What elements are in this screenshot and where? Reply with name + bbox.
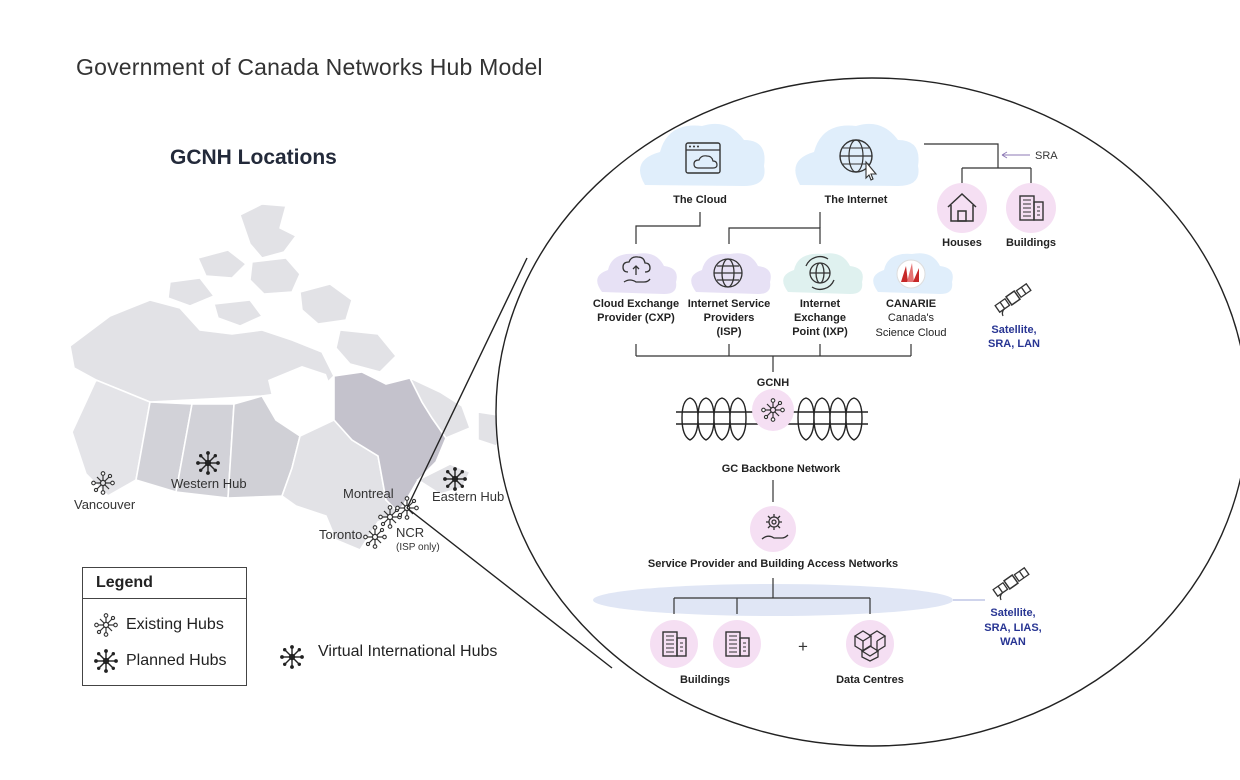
provider-connectors: [635, 344, 912, 372]
gear-hand-icon: [761, 514, 789, 540]
bottom-connectors: [673, 578, 871, 614]
label-isp-2: Providers: [704, 312, 755, 324]
canada-map: [69, 203, 511, 551]
label-buildings-bottom: Buildings: [680, 674, 730, 686]
gcnh-node: [752, 389, 794, 431]
existing-hub-icon: [94, 613, 118, 637]
access-oval: [593, 584, 953, 616]
page-title: Government of Canada Networks Hub Model: [76, 54, 543, 80]
label-cxp-1: Cloud Exchange: [593, 298, 679, 310]
label-eastern-hub: Eastern Hub: [432, 489, 504, 504]
canarie-node: [873, 253, 953, 294]
label-canarie-3: Science Cloud: [876, 327, 947, 339]
label-satellite-bottom-3: WAN: [1000, 636, 1026, 648]
label-toronto: Toronto: [319, 527, 362, 542]
legend-title: Legend: [83, 568, 246, 599]
label-cxp-2: Provider (CXP): [597, 312, 675, 324]
label-ixp-2: Exchange: [794, 312, 846, 324]
label-ixp-3: Point (IXP): [792, 326, 848, 338]
legend: Legend Existing Hubs Planned Hubs: [82, 567, 247, 686]
isp-node: [691, 253, 771, 294]
label-ncr: NCR: [396, 525, 424, 540]
access-network-node: [750, 506, 796, 552]
internet-home-links: [924, 143, 1032, 184]
sra-arrow: [1001, 151, 1030, 159]
house-icon: [947, 192, 977, 222]
browser-window-icon: [685, 142, 721, 174]
houses-node: [937, 183, 987, 233]
legend-existing-label: Existing Hubs: [126, 616, 224, 633]
legend-existing-row: Existing Hubs: [93, 612, 224, 638]
virtual-hubs-text: Virtual International Hubs: [318, 643, 498, 660]
legend-planned-row: Planned Hubs: [93, 648, 227, 674]
label-data-centres: Data Centres: [836, 674, 904, 686]
label-isp-1: Internet Service: [688, 298, 771, 310]
zoom-line-bottom: [406, 507, 613, 669]
virtual-hubs-label: Virtual International Hubs: [310, 643, 497, 661]
label-ncr-note: (ISP only): [396, 542, 440, 553]
label-canarie-2: Canada's: [888, 312, 935, 324]
top-connectors: [635, 212, 821, 244]
map-heading: GCNH Locations: [170, 146, 337, 169]
label-satellite-bottom-2: SRA, LIAS,: [984, 622, 1041, 634]
ixp-node: [783, 253, 863, 294]
cloud-hand-icon: [622, 256, 651, 283]
cxp-node: [597, 253, 677, 294]
label-satellite-top-2: SRA, LAN: [988, 338, 1040, 350]
legend-planned-label: Planned Hubs: [126, 652, 227, 669]
network-globe-icon: [713, 258, 743, 288]
label-access-networks: Service Provider and Building Access Net…: [648, 558, 898, 570]
label-the-cloud: The Cloud: [673, 194, 727, 206]
globe-icon: [839, 139, 878, 181]
label-gcnh: GCNH: [757, 377, 789, 389]
exchange-globe-icon: [805, 255, 835, 291]
label-satellite-top-1: Satellite,: [991, 324, 1036, 336]
virtual-hub-icon: [279, 644, 305, 670]
label-sra: SRA: [1035, 150, 1058, 162]
the-internet-node: [795, 123, 919, 186]
label-isp-3: (ISP): [716, 326, 741, 338]
western-hub-icon: [195, 450, 221, 476]
label-satellite-bottom-1: Satellite,: [990, 607, 1035, 619]
label-montreal: Montreal: [343, 486, 394, 501]
data-centres-node: [846, 620, 894, 668]
label-vancouver: Vancouver: [74, 497, 136, 512]
zoom-circle: [495, 77, 1240, 747]
label-houses: Houses: [942, 237, 982, 249]
planned-hub-icon: [93, 648, 119, 674]
label-western-hub: Western Hub: [171, 476, 247, 491]
the-cloud-node: [640, 123, 765, 186]
plus-sign: +: [798, 637, 808, 656]
label-buildings-top: Buildings: [1006, 237, 1056, 249]
label-the-internet: The Internet: [825, 194, 888, 206]
label-backbone: GC Backbone Network: [722, 463, 841, 475]
label-ixp-1: Internet: [800, 298, 841, 310]
label-canarie-1: CANARIE: [886, 298, 936, 310]
data-centre-icon: [853, 630, 887, 662]
eastern-hub-icon: [442, 466, 468, 492]
zoom-line-top: [406, 257, 528, 509]
